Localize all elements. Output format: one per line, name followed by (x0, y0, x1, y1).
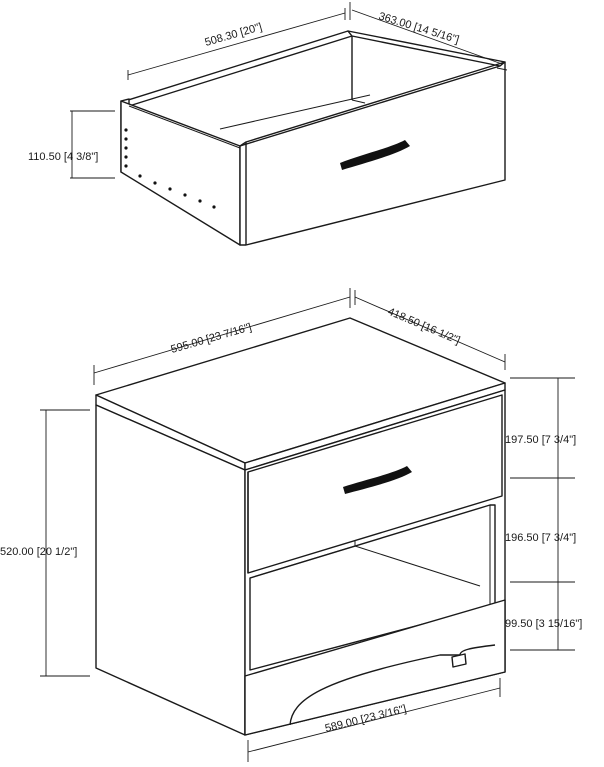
drawer-back-top (124, 30, 353, 107)
nightstand-base-width-dimension-line (247, 687, 501, 753)
drawer-handle-icon (340, 140, 410, 170)
drawer-depth-dimension-line (351, 9, 503, 65)
nightstand-shelf-height-label: 196.50 [7 3/4"] (505, 532, 576, 544)
nightstand-height-label: 520.00 [20 1/2"] (0, 546, 77, 558)
nightstand-depth-dimension-line (354, 296, 506, 363)
nightstand-base-height-label: 99.50 [3 15/16"] (505, 618, 582, 630)
drawer-illustration: 508.30 [20"] 363.00 [14 5/16"] 110.50 [4… (28, 2, 508, 246)
nightstand-illustration: 595.00 [23 7/16"] 418.50 [16 1/2"] 520.0… (0, 288, 582, 762)
nightstand-handle-icon (343, 466, 412, 494)
drawer-width-dimension-line (127, 12, 346, 76)
drawer-height-label: 110.50 [4 3/8"] (28, 151, 98, 163)
nightstand-width-dimension-line (93, 296, 351, 374)
nightstand-drawer-height-label: 197.50 [7 3/4"] (505, 434, 576, 446)
drawer-side-dots (124, 128, 216, 209)
drawer-left-side (120, 100, 241, 246)
nightstand-base (244, 599, 506, 736)
nightstand-base-arch (289, 644, 496, 726)
